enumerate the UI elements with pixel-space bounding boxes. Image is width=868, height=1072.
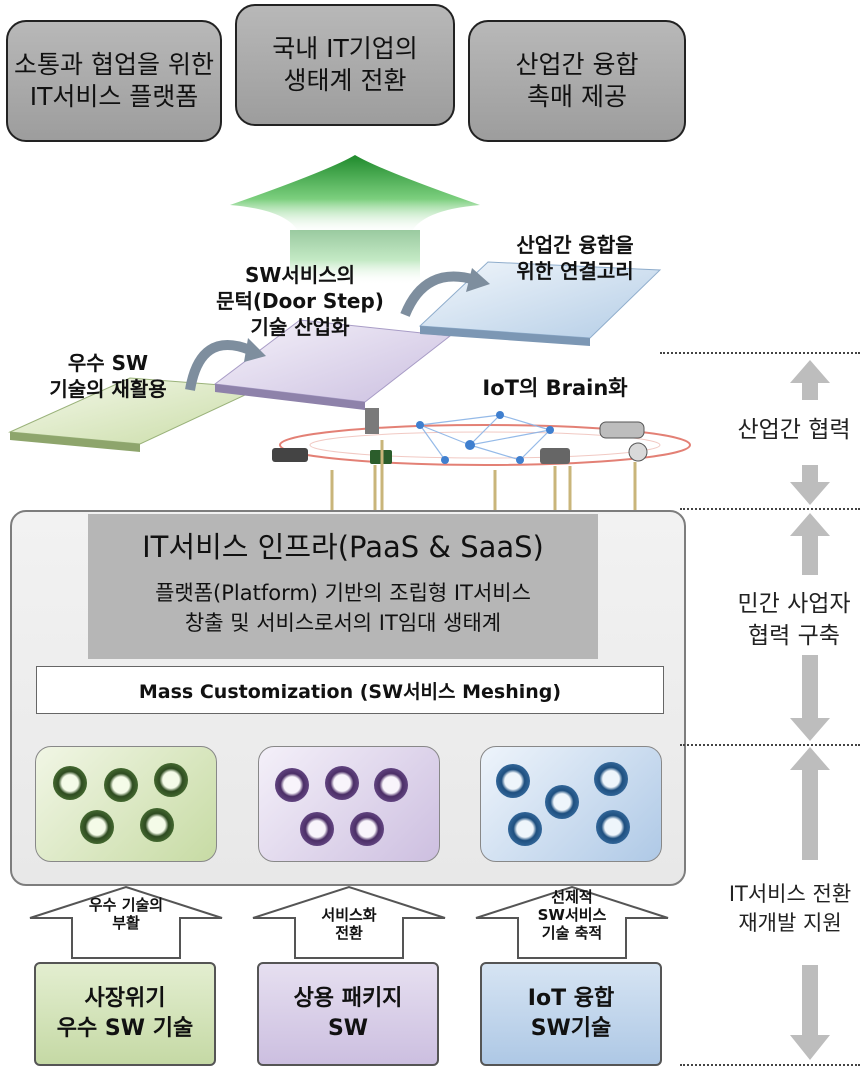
up-arrow-2 bbox=[252, 885, 446, 959]
gray-down-arrow-icon bbox=[790, 465, 830, 505]
top-box-ecosystem-label: 국내 IT기업의 생태계 전환 bbox=[272, 33, 418, 96]
green-arrow-fade bbox=[290, 230, 420, 285]
circle-icon bbox=[508, 812, 542, 846]
iot-ring-illustration bbox=[272, 408, 691, 510]
mass-customization-bar: Mass Customization (SW서비스 Meshing) bbox=[36, 666, 664, 714]
bottom-box-legacy-sw: 사장위기 우수 SW 기술 bbox=[34, 962, 216, 1066]
circle-icon bbox=[154, 763, 188, 797]
iot-brain-label: IoT의 Brain화 bbox=[482, 376, 628, 400]
drone-icon bbox=[272, 448, 308, 462]
circle-icon bbox=[594, 762, 628, 796]
panel-purple bbox=[258, 746, 440, 862]
circle-icon bbox=[140, 808, 174, 842]
upward-arrows bbox=[29, 885, 669, 959]
gray-up-arrow-icon bbox=[790, 513, 830, 575]
bottom-box-iot-sw-label: IoT 융합 SW기술 bbox=[527, 986, 615, 1041]
arrow-3-label: 선제적 SW서비스 기술 축적 bbox=[537, 888, 607, 942]
steps-illustration bbox=[8, 155, 662, 452]
right-label-private: 민간 사업자 협력 구축 bbox=[737, 591, 851, 650]
circle-icon bbox=[596, 810, 630, 844]
circle-icon bbox=[496, 764, 530, 798]
arrow-2-label: 서비스화 전환 bbox=[321, 906, 377, 942]
up-arrow-1 bbox=[29, 885, 223, 959]
top-box-platform: 소통과 협업을 위한 IT서비스 플랫폼 bbox=[6, 20, 222, 142]
step-1-label: 우수 SW 기술의 재활용 bbox=[49, 351, 167, 401]
circle-icon bbox=[300, 812, 334, 846]
bottom-box-iot-sw: IoT 융합 SW기술 bbox=[480, 962, 662, 1066]
circle-icon bbox=[325, 766, 359, 800]
separator-4 bbox=[680, 1064, 860, 1066]
gray-up-arrow-icon bbox=[790, 360, 830, 400]
circle-icon bbox=[80, 810, 114, 844]
gray-down-arrow-icon bbox=[790, 655, 830, 741]
camera-icon bbox=[540, 448, 570, 464]
car-icon bbox=[599, 421, 645, 439]
separator-3 bbox=[680, 744, 860, 746]
right-label-industry: 산업간 협력 bbox=[737, 417, 851, 443]
top-box-convergence-label: 산업간 융합 촉매 제공 bbox=[515, 49, 639, 112]
infra-description: 플랫폼(Platform) 기반의 조립형 IT서비스 창출 및 서비스로서의 … bbox=[155, 581, 531, 636]
right-label-redevelop: IT서비스 전환 재개발 지원 bbox=[728, 882, 852, 936]
robot-icon bbox=[628, 442, 648, 462]
bottom-box-package-sw-label: 상용 패키지 SW bbox=[293, 986, 403, 1041]
circle-icon bbox=[374, 768, 408, 802]
top-box-convergence: 산업간 융합 촉매 제공 bbox=[468, 20, 686, 142]
up-arrow-3 bbox=[475, 885, 669, 959]
green-up-arrow bbox=[230, 155, 480, 235]
arrow-1-label: 우수 기술의 부활 bbox=[88, 896, 164, 932]
bottom-box-legacy-sw-label: 사장위기 우수 SW 기술 bbox=[56, 986, 194, 1041]
mass-customization-label: Mass Customization (SW서비스 Meshing) bbox=[138, 680, 562, 703]
step-3-label: 산업간 융합을 위한 연결고리 bbox=[516, 233, 634, 283]
circle-icon bbox=[350, 812, 384, 846]
circle-icon bbox=[545, 785, 579, 819]
infra-header bbox=[88, 514, 598, 659]
device-icon bbox=[365, 408, 379, 434]
curve-arrow-1 bbox=[185, 340, 252, 391]
circle-icon bbox=[275, 768, 309, 802]
separator-1 bbox=[660, 352, 860, 354]
top-box-ecosystem: 국내 IT기업의 생태계 전환 bbox=[235, 4, 455, 126]
step-2-label: SW서비스의 문턱(Door Step) 기술 산업화 bbox=[216, 263, 384, 339]
curve-arrow-2 bbox=[400, 271, 477, 317]
gray-down-arrow-icon bbox=[790, 965, 830, 1060]
separator-2 bbox=[680, 508, 860, 510]
panel-green bbox=[35, 746, 217, 862]
circle-icon bbox=[53, 766, 87, 800]
bottom-box-package-sw: 상용 패키지 SW bbox=[257, 962, 439, 1066]
right-arrows bbox=[790, 360, 830, 1060]
gray-up-arrow-icon bbox=[790, 747, 830, 860]
top-box-platform-label: 소통과 협업을 위한 IT서비스 플랫폼 bbox=[14, 49, 214, 112]
infra-title: IT서비스 인프라(PaaS & SaaS) bbox=[142, 530, 544, 564]
circle-icon bbox=[104, 768, 138, 802]
